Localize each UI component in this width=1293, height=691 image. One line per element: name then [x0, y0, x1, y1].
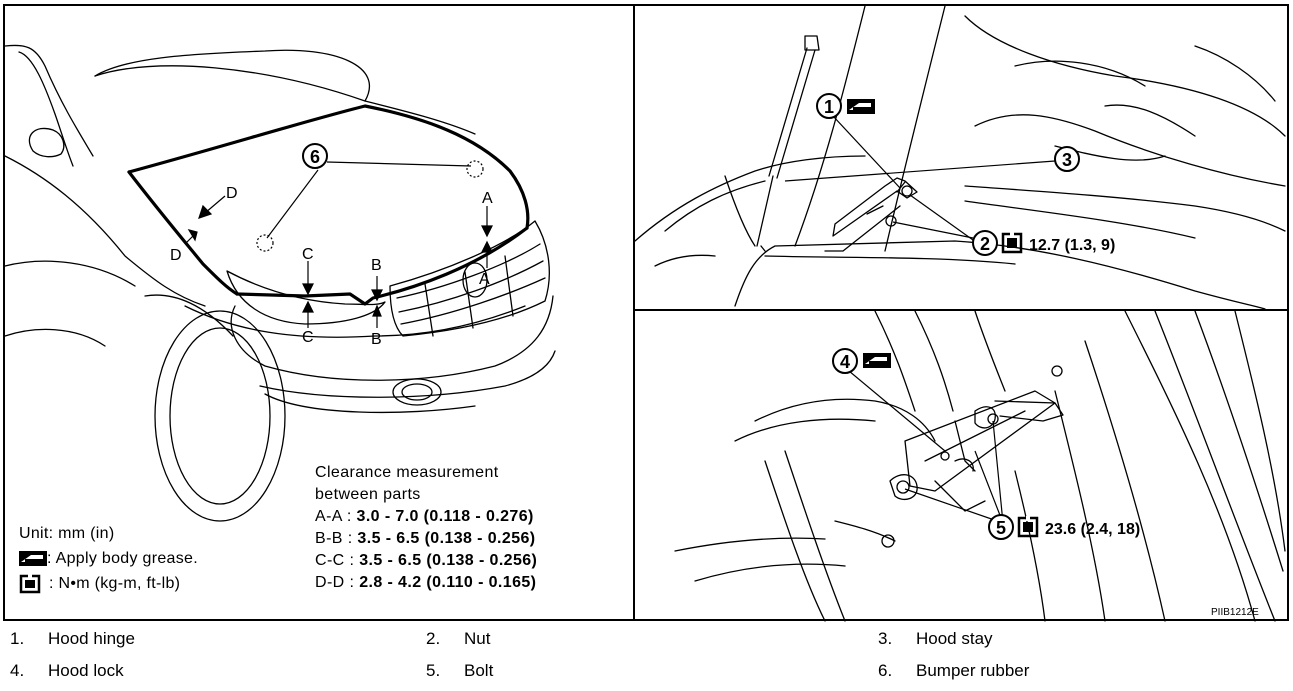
part-label: Hood stay — [916, 629, 993, 648]
clearance-table: Clearance measurement between parts A-A … — [315, 462, 537, 594]
callout-3-number: 3 — [1062, 150, 1072, 170]
clearance-value: 3.5 - 6.5 (0.138 - 0.256) — [357, 530, 536, 547]
label-b-bottom: B — [371, 331, 382, 348]
clearance-value: 2.8 - 4.2 (0.110 - 0.165) — [359, 574, 537, 591]
part-number: 5. — [426, 661, 441, 680]
diagram-frame: 6 A A B — [3, 4, 1289, 622]
clearance-key: A-A : — [315, 508, 357, 525]
part-number: 4. — [10, 661, 25, 680]
part-number: 3. — [878, 629, 893, 648]
grease-icon — [863, 353, 891, 368]
panel-divider-horizontal — [635, 309, 1287, 311]
label-d-top: D — [226, 185, 238, 202]
part-label: Bolt — [464, 661, 494, 680]
label-a-top: A — [482, 190, 493, 207]
torque-wrench-icon — [1017, 516, 1039, 538]
legend: Unit: mm (in) : Apply body grease. : N•m… — [19, 521, 198, 596]
figure-code: PIIB1212E — [1211, 607, 1259, 618]
clearance-row: D-D : 2.8 - 4.2 (0.110 - 0.165) — [315, 572, 537, 594]
torque-legend-text: : N•m (kg-m, ft-lb) — [49, 575, 181, 592]
torque-wrench-icon — [1001, 232, 1023, 254]
part-label: Bumper rubber — [916, 661, 1030, 680]
grease-icon — [847, 99, 875, 114]
clearance-key: C-C : — [315, 552, 360, 569]
label-b-top: B — [371, 257, 382, 274]
clearance-value: 3.0 - 7.0 (0.118 - 0.276) — [356, 508, 534, 525]
nut-torque-value: 12.7 (1.3, 9) — [1029, 237, 1115, 254]
grease-icon — [19, 551, 47, 566]
callout-2-number: 2 — [980, 234, 990, 254]
label-a-bottom: A — [479, 271, 490, 288]
callout-6-number: 6 — [310, 147, 320, 167]
callout-4-number: 4 — [840, 352, 850, 372]
parts-list: 1. Hood hinge 2. Nut 3. Hood stay 4. Hood lo… — [0, 623, 1293, 691]
part-label: Hood lock — [48, 661, 124, 680]
part-label: Hood hinge — [48, 629, 135, 648]
hinge-illustration: 1 2 12.7 (1.3, 9) 3 — [634, 5, 1286, 310]
clearance-row: B-B : 3.5 - 6.5 (0.138 - 0.256) — [315, 528, 537, 550]
clearance-row: C-C : 3.5 - 6.5 (0.138 - 0.256) — [315, 550, 537, 572]
grease-legend-text: : Apply body grease. — [47, 550, 198, 567]
callout-1-number: 1 — [824, 97, 834, 117]
part-number: 1. — [10, 629, 25, 648]
part-number: 2. — [426, 629, 441, 648]
car-illustration: 6 A A B — [4, 44, 556, 522]
panel-divider-vertical — [633, 6, 635, 619]
unit-note: Unit: mm (in) — [19, 525, 115, 542]
part-number: 6. — [878, 661, 893, 680]
torque-legend: : N•m (kg-m, ft-lb) — [19, 571, 198, 596]
clearance-heading-1: Clearance measurement — [315, 464, 499, 481]
part-label: Nut — [464, 629, 491, 648]
grease-legend: : Apply body grease. — [19, 546, 198, 571]
clearance-heading-2: between parts — [315, 486, 421, 503]
clearance-key: B-B : — [315, 530, 358, 547]
clearance-row: A-A : 3.0 - 7.0 (0.118 - 0.276) — [315, 506, 537, 528]
callout-5-number: 5 — [996, 518, 1006, 538]
clearance-key: D-D : — [315, 574, 360, 591]
lock-illustration: 4 5 23.6 (2.4, 18) — [674, 310, 1286, 622]
torque-wrench-icon — [19, 573, 41, 593]
bolt-torque-value: 23.6 (2.4, 18) — [1045, 521, 1140, 538]
label-d-bottom: D — [170, 247, 182, 264]
clearance-value: 3.5 - 6.5 (0.138 - 0.256) — [359, 552, 538, 569]
label-c-bottom: C — [302, 329, 314, 346]
label-c-top: C — [302, 246, 314, 263]
